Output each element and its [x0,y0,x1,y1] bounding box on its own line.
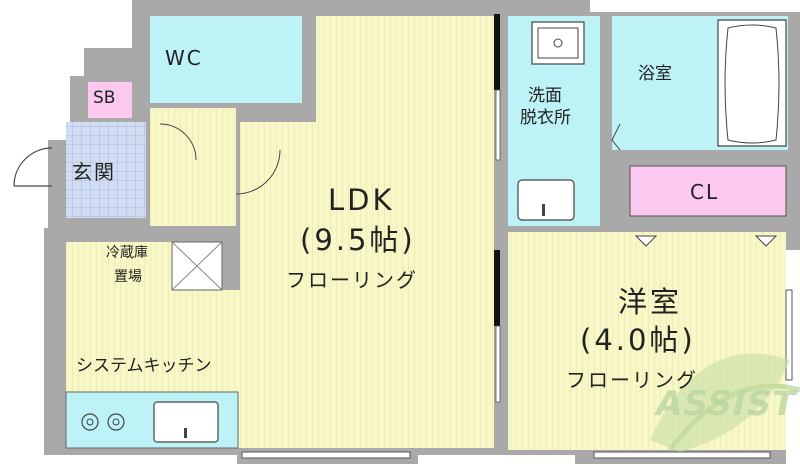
ldk-name: LDK [328,183,395,217]
kitchen-sink [153,401,219,443]
fridge-label-line1: 冷蔵庫 [106,245,148,261]
washroom-label-line2: 脱衣所 [520,108,571,128]
watermark-logo [650,353,800,452]
sb-storage [88,82,132,118]
entrance-tile [66,122,146,218]
western-size: (4.0帖) [580,323,696,357]
closet-label: CL [690,180,720,204]
western-name: 洋室 [618,285,683,319]
bathroom-label: 浴室 [638,64,672,84]
entrance-label: 玄関 [72,160,116,184]
bathtub [717,19,787,147]
closet [629,165,787,217]
wash-basin [517,179,575,221]
watermark-text: ASSIST [651,384,800,424]
wc-label: WC [165,46,203,70]
fridge-label-line2: 置場 [114,269,142,285]
ldk-size: (9.5帖) [300,223,416,257]
sb-label: SB [93,88,116,108]
washer-pan [531,21,585,65]
washroom-label-line1: 洗面 [528,86,562,106]
hall-area [150,108,236,226]
western-floor-label: フローリング [566,368,698,392]
kitchen-label: システムキッチン [76,356,212,376]
wc-room [150,16,302,103]
ldk-floor-label: フローリング [286,268,418,292]
ldk-area [66,16,494,448]
